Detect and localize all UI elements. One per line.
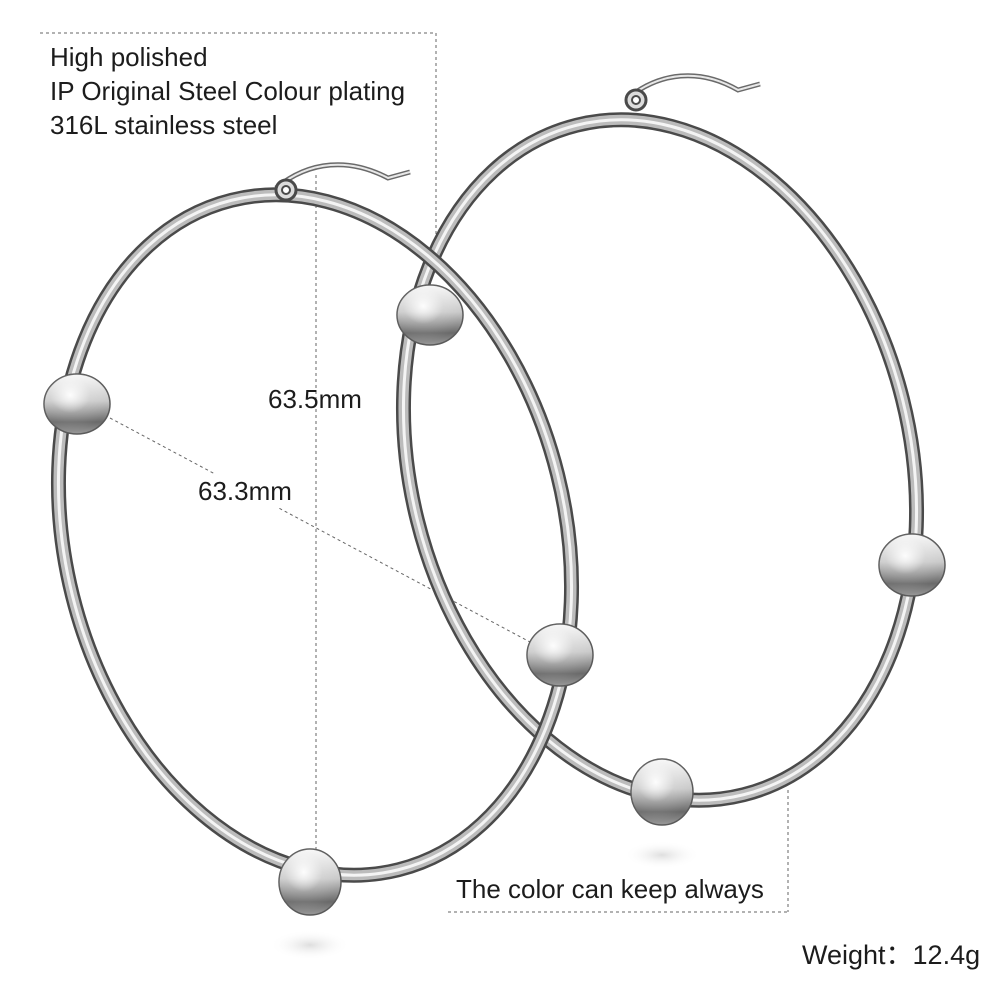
bead [43, 373, 111, 435]
diameter-dimension-label: 63.3mm [196, 474, 294, 508]
spec-plating: IP Original Steel Colour plating [50, 76, 406, 106]
bead [278, 848, 342, 916]
dimension-lines [40, 32, 789, 913]
bead [396, 284, 464, 346]
bead [630, 758, 694, 826]
spec-polish: High polished [50, 42, 208, 72]
bead [526, 623, 594, 687]
spec-material: 316L stainless steel [50, 110, 278, 140]
material-specs: High polished IP Original Steel Colour p… [50, 40, 405, 142]
left-hoop-earring [43, 162, 594, 960]
color-note-label: The color can keep always [456, 874, 764, 904]
bead [878, 533, 946, 597]
weight-label: Weight：12.4g [802, 940, 981, 970]
height-dimension-label: 63.5mm [268, 384, 362, 414]
right-hoop-earring [395, 73, 946, 869]
